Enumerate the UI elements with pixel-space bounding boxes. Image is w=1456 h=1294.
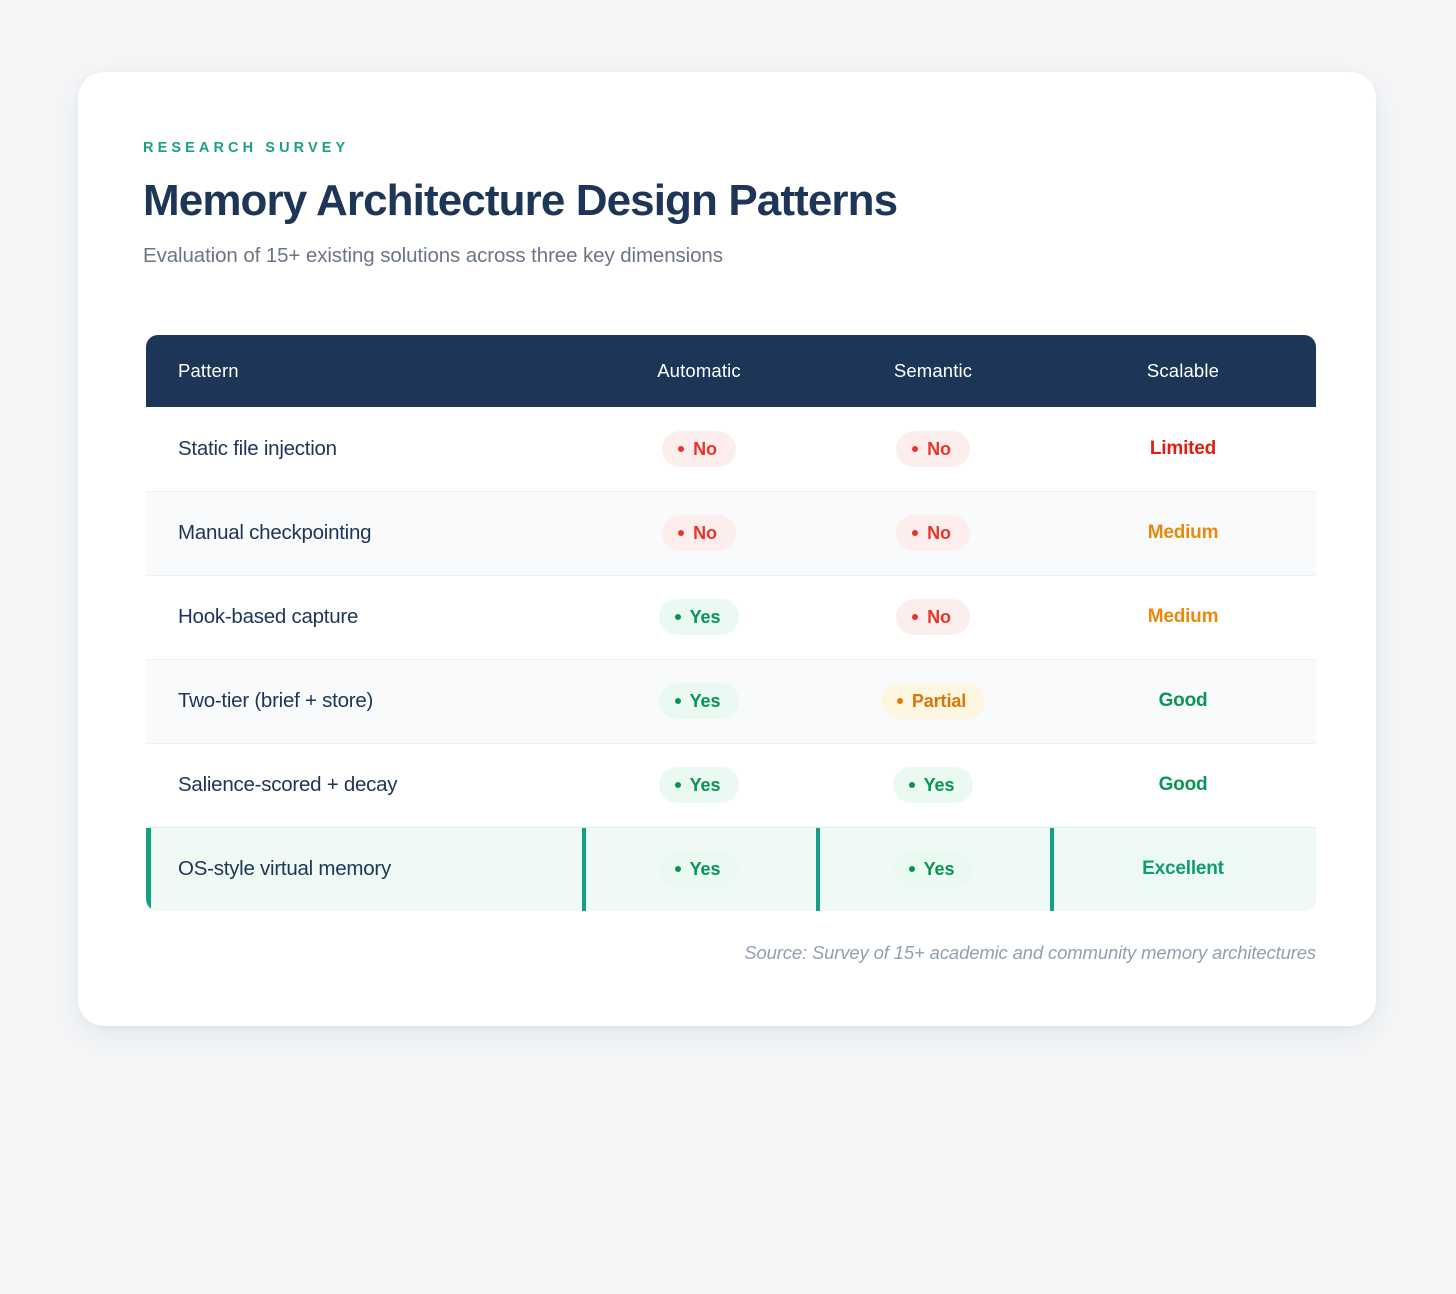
rating-excellent: Excellent: [1120, 849, 1246, 890]
cell-semantic: Yes: [816, 742, 1050, 827]
badge-label: No: [693, 523, 717, 543]
status-dot-icon: [674, 614, 681, 620]
cell-scalable: Good: [1050, 742, 1316, 827]
status-dot-icon: [896, 698, 903, 704]
cell-automatic: No: [582, 490, 816, 575]
comparison-table: Pattern Automatic Semantic Scalable Stat…: [146, 335, 1316, 911]
badge-no: No: [662, 430, 736, 467]
rating-medium: Medium: [1147, 606, 1219, 627]
column-header-automatic[interactable]: Automatic: [582, 335, 816, 407]
cell-pattern: Salience-scored + decay: [146, 742, 582, 827]
rating-limited: Limited: [1149, 437, 1217, 459]
table-row[interactable]: Salience-scored + decay Yes Yes Good: [146, 742, 1316, 827]
table-row[interactable]: Static file injection No No Limited: [146, 407, 1316, 491]
badge-label: Yes: [689, 691, 721, 711]
badge-yes: Yes: [658, 767, 740, 803]
badge-no: No: [896, 515, 970, 551]
badge-label: Partial: [911, 691, 967, 711]
cell-pattern: Hook-based capture: [146, 574, 582, 659]
status-dot-icon: [678, 445, 685, 452]
badge-no: No: [896, 599, 970, 635]
pattern-label: Hook-based capture: [178, 605, 359, 628]
cell-semantic: Partial: [816, 658, 1050, 743]
cell-semantic: No: [816, 407, 1050, 491]
column-header-scalable[interactable]: Scalable: [1050, 335, 1316, 407]
cell-automatic: Yes: [582, 658, 816, 743]
table-row[interactable]: Hook-based capture Yes No Medium: [146, 574, 1316, 659]
pattern-label: Manual checkpointing: [178, 521, 372, 544]
status-dot-icon: [912, 530, 919, 536]
table-row[interactable]: OS-style virtual memory Yes Yes Excellent: [146, 826, 1316, 911]
cell-pattern: OS-style virtual memory: [146, 826, 582, 911]
eyebrow-label: RESEARCH SURVEY: [143, 140, 350, 156]
badge-yes: Yes: [658, 599, 740, 635]
cell-automatic: Yes: [582, 826, 816, 911]
cell-scalable: Excellent: [1050, 826, 1316, 911]
table-header-row: Pattern Automatic Semantic Scalable: [146, 335, 1316, 407]
pattern-label: Salience-scored + decay: [178, 773, 398, 796]
badge-yes: Yes: [658, 683, 740, 719]
badge-label: No: [693, 438, 717, 459]
table-head: Pattern Automatic Semantic Scalable: [146, 335, 1316, 407]
badge-label: No: [927, 438, 951, 459]
cell-automatic: Yes: [582, 742, 816, 827]
badge-label: No: [927, 607, 951, 627]
cell-automatic: No: [582, 407, 816, 491]
badge-label: Yes: [689, 607, 721, 627]
table-row[interactable]: Two-tier (brief + store) Yes Partial Good: [146, 658, 1316, 743]
card-header: RESEARCH SURVEY Memory Architecture Desi…: [143, 140, 1316, 270]
badge-no: No: [662, 515, 736, 551]
badge-no: No: [896, 430, 970, 467]
pattern-label: Two-tier (brief + store): [178, 689, 374, 712]
cell-semantic: No: [816, 574, 1050, 659]
cell-scalable: Medium: [1050, 490, 1316, 575]
badge-yes: Yes: [658, 851, 740, 888]
cell-scalable: Medium: [1050, 574, 1316, 659]
rating-medium: Medium: [1147, 522, 1219, 543]
cell-scalable: Limited: [1050, 407, 1316, 491]
cell-pattern: Manual checkpointing: [146, 490, 582, 575]
page-subtitle: Evaluation of 15+ existing solutions acr…: [143, 243, 723, 267]
badge-label: Yes: [689, 859, 721, 880]
status-dot-icon: [674, 698, 681, 704]
status-dot-icon: [674, 866, 681, 873]
badge-label: Yes: [689, 775, 721, 795]
pattern-label: Static file injection: [178, 436, 337, 460]
status-dot-icon: [912, 445, 919, 452]
badge-label: No: [927, 523, 951, 543]
status-dot-icon: [908, 782, 915, 788]
status-dot-icon: [678, 530, 685, 536]
survey-card: RESEARCH SURVEY Memory Architecture Desi…: [78, 72, 1376, 1026]
badge-label: Yes: [923, 859, 955, 880]
cell-automatic: Yes: [582, 574, 816, 659]
status-dot-icon: [674, 782, 681, 788]
cell-scalable: Good: [1050, 658, 1316, 743]
badge-yes: Yes: [892, 767, 974, 803]
cell-pattern: Two-tier (brief + store): [146, 658, 582, 743]
column-header-pattern[interactable]: Pattern: [146, 335, 582, 407]
status-dot-icon: [912, 614, 919, 620]
rating-good: Good: [1158, 690, 1208, 711]
table-row[interactable]: Manual checkpointing No No Medium: [146, 490, 1316, 575]
badge-partial: Partial: [880, 683, 986, 719]
cell-semantic: Yes: [816, 826, 1050, 911]
column-header-semantic[interactable]: Semantic: [816, 335, 1050, 407]
pattern-label: OS-style virtual memory: [178, 857, 391, 881]
badge-yes: Yes: [892, 851, 974, 888]
cell-pattern: Static file injection: [146, 407, 582, 491]
page-title: Memory Architecture Design Patterns: [143, 176, 898, 226]
cell-semantic: No: [816, 490, 1050, 575]
rating-good: Good: [1158, 774, 1208, 795]
source-note: Source: Survey of 15+ academic and commu…: [744, 942, 1316, 963]
status-dot-icon: [908, 866, 915, 873]
badge-label: Yes: [923, 775, 955, 795]
comparison-table-container: Pattern Automatic Semantic Scalable Stat…: [146, 335, 1316, 911]
